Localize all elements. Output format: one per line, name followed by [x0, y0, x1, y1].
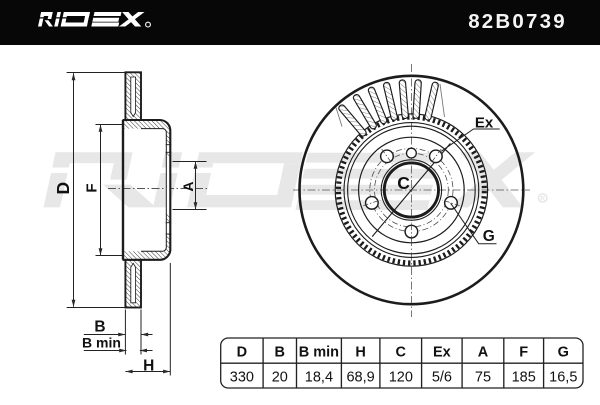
svg-text:82B0739: 82B0739 — [468, 10, 567, 33]
svg-text:16,5: 16,5 — [549, 369, 577, 385]
svg-text:A: A — [180, 182, 196, 192]
svg-text:G: G — [558, 344, 569, 360]
svg-text:C: C — [396, 344, 407, 360]
svg-text:5/6: 5/6 — [432, 369, 452, 385]
svg-text:120: 120 — [389, 369, 413, 385]
svg-text:H: H — [143, 357, 154, 374]
svg-text:B: B — [94, 319, 105, 336]
svg-text:B: B — [275, 344, 285, 360]
svg-text:R: R — [540, 196, 545, 203]
svg-text:B min: B min — [82, 335, 121, 351]
svg-text:G: G — [483, 228, 495, 245]
svg-text:Ex: Ex — [475, 114, 494, 131]
svg-text:F: F — [519, 344, 528, 360]
svg-text:D: D — [53, 182, 73, 195]
svg-text:C: C — [397, 173, 410, 193]
svg-text:18,4: 18,4 — [305, 369, 333, 385]
svg-text:B min: B min — [299, 344, 339, 360]
svg-text:20: 20 — [272, 369, 288, 385]
svg-text:D: D — [237, 344, 247, 360]
svg-text:F: F — [83, 183, 100, 192]
svg-text:330: 330 — [230, 369, 254, 385]
svg-text:A: A — [478, 344, 489, 360]
svg-text:H: H — [355, 344, 365, 360]
svg-text:68,9: 68,9 — [346, 369, 374, 385]
svg-text:75: 75 — [475, 369, 491, 385]
svg-text:185: 185 — [512, 369, 536, 385]
svg-text:Ex: Ex — [433, 344, 451, 360]
